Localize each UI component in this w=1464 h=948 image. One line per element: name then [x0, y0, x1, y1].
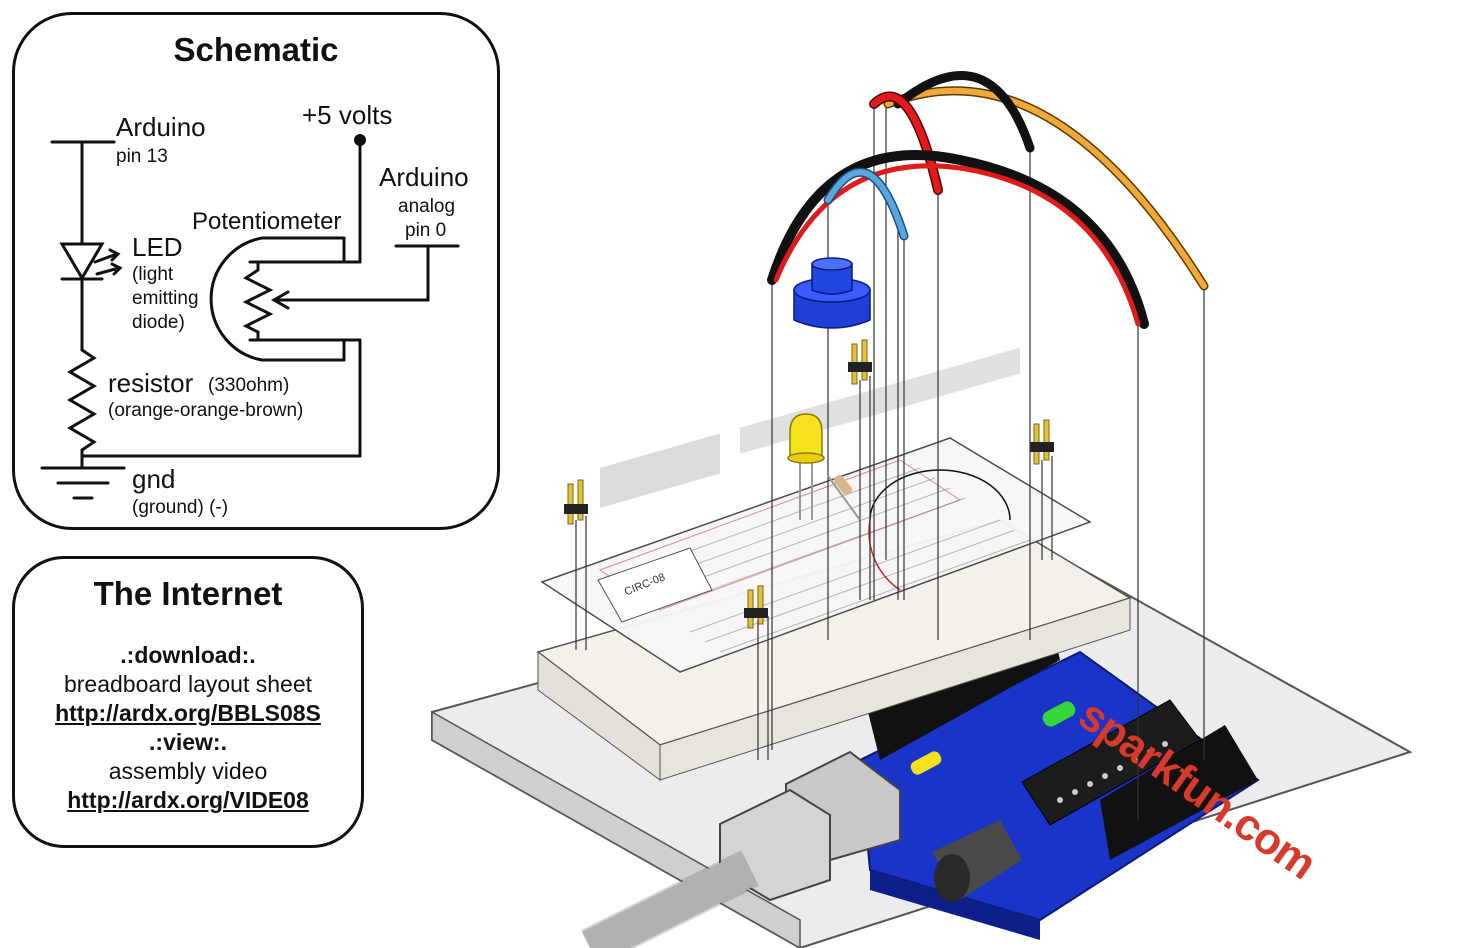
microcontroller-chip-icon [1021, 699, 1201, 826]
supply-label: +5 volts [302, 100, 393, 130]
wire-red-long [773, 163, 1141, 327]
supply-node [354, 134, 366, 146]
view-desc: assembly video [108, 758, 268, 784]
view-link[interactable]: http://ardx.org/VIDE08 [67, 787, 309, 813]
view-heading: .:view:. [149, 729, 227, 755]
layout-sheet [540, 437, 1092, 673]
resistor-component-icon [827, 474, 861, 521]
resistor-colors: (orange-orange-brown) [108, 400, 304, 421]
arduino-led-green-icon [1042, 701, 1076, 727]
resistor-symbol-icon [67, 348, 97, 452]
potentiometer-symbol-icon [209, 236, 346, 362]
gnd-desc: (ground) (-) [132, 497, 229, 518]
arduino-pin13-label: Arduino [116, 112, 206, 142]
pin0-sublabel: pin 0 [405, 220, 447, 241]
resistor-value: (330ohm) [208, 375, 290, 396]
analog-sublabel: analog [398, 196, 456, 217]
download-heading: .:download:. [120, 642, 256, 668]
wire-black-long [767, 150, 1149, 329]
wire-black-short [893, 71, 1035, 153]
download-desc: breadboard layout sheet [63, 671, 313, 697]
led-label: LED [132, 232, 183, 262]
internet-panel: The Internet .:download:. breadboard lay… [12, 556, 364, 848]
led-symbol-icon [59, 242, 123, 281]
led-desc-3: diode) [132, 312, 185, 333]
schematic-title: Schematic [173, 31, 339, 68]
potentiometer-knob-icon [793, 257, 871, 329]
usb-connector-icon [581, 750, 901, 948]
arduino-analog-label: Arduino [379, 162, 469, 192]
arduino-led-yellow-icon [910, 751, 942, 775]
gnd-label: gnd [132, 464, 176, 494]
led-desc-2: emitting [132, 288, 199, 309]
led-desc-1: (light [132, 264, 174, 285]
resistor-label: resistor [108, 368, 194, 398]
yellow-led-icon [787, 413, 825, 520]
pin13-sublabel: pin 13 [116, 146, 168, 167]
potentiometer-label: Potentiometer [192, 208, 342, 235]
ground-symbol-icon [40, 466, 126, 500]
internet-title: The Internet [93, 575, 283, 612]
power-jack-icon [932, 820, 1022, 902]
download-link[interactable]: http://ardx.org/BBLS08S [55, 700, 321, 726]
